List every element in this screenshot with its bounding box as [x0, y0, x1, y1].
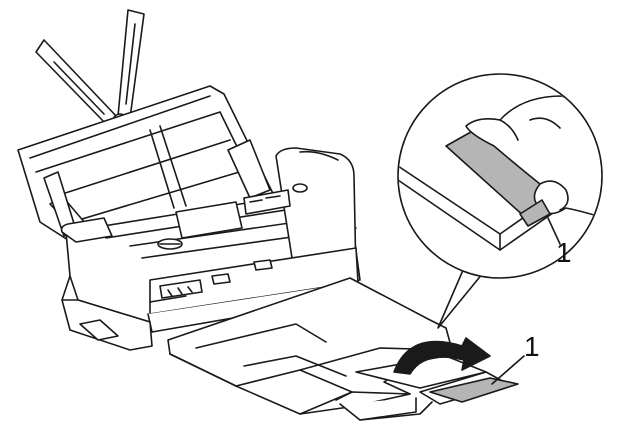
main-callout-label: 1	[524, 331, 540, 362]
output-tray	[167, 277, 453, 421]
curved-arrow-icon	[393, 337, 491, 375]
control-panel	[157, 183, 308, 250]
main-callout-leader	[491, 355, 525, 385]
detail-callout-label: 1	[556, 237, 572, 268]
tray-extension	[355, 355, 519, 405]
power-button-icon	[292, 183, 308, 193]
front-ports	[149, 259, 273, 303]
detail-magnifier	[397, 73, 603, 279]
scanner-base	[61, 275, 153, 351]
